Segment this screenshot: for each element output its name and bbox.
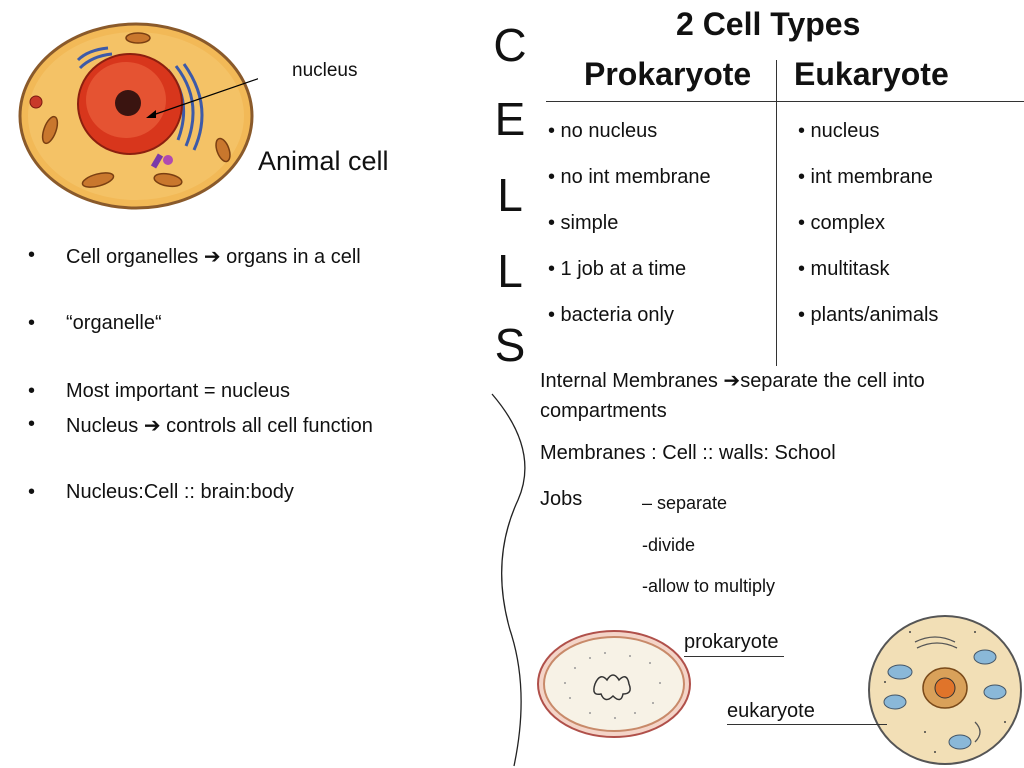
bullet-text: Nucleus ➔ controls all cell function [66,413,373,438]
job-item: -allow to multiply [642,576,776,596]
arrow-icon: ➔ [203,246,221,268]
eukaryote-trait: • int membrane [798,166,933,188]
bullet-dot: • [28,312,36,334]
animal-cell-title: Animal cell [258,146,389,176]
prokaryote-diagram-label: prokaryote [684,631,779,653]
eukaryote-trait: • plants/animals [798,304,939,326]
arrow-icon: ➔ [143,415,161,437]
eukaryote-trait: • nucleus [798,120,880,142]
membranes-pre: Internal Membranes [540,370,724,392]
bullet-post: controls all cell function [160,415,373,437]
prokaryote-trait: • 1 job at a time [548,258,687,280]
prokaryote-cell-illustration [537,630,691,738]
cells-letter: C [493,19,527,71]
cells-letter: E [494,93,526,145]
eukaryote-cell-illustration [868,615,1022,765]
eukaryote-trait: • complex [798,212,886,234]
nucleus-callout-label: nucleus [292,60,358,81]
prokaryote-trait: • bacteria only [548,304,674,326]
cell-types-title: 2 Cell Types [676,6,861,42]
prokaryote-trait: • no nucleus [548,120,658,142]
eukaryote-trait: • multitask [798,258,890,280]
jobs-label: Jobs [540,488,583,510]
prokaryote-trait: • no int membrane [548,166,711,188]
bullet-post: organs in a cell [220,246,361,268]
cells-letter: L [497,245,523,297]
bullet-dot: • [28,413,36,435]
table-column-divider [776,60,777,366]
table-header-rule [546,101,1024,102]
bullet-text: Most important = nucleus [66,380,290,402]
bullet-dot: • [28,380,36,402]
job-item: -divide [642,535,696,555]
arrow-icon: ➔ [723,370,741,392]
bullet-text: Nucleus:Cell :: brain:body [66,481,294,503]
animal-cell-illustration [18,22,258,210]
eukaryote-leader-line [727,724,887,725]
cells-letter: S [494,319,526,371]
bullet-dot: • [28,244,36,266]
membranes-post: separate the cell into compartments [540,370,925,422]
wavy-divider-line [491,393,526,767]
cells-letter: L [497,169,523,221]
membranes-analogy: Membranes : Cell :: walls: School [540,442,836,464]
bullet-text: Cell organelles ➔ organs in a cell [66,244,361,269]
bullet-text: “organelle“ [66,312,162,334]
prokaryote-trait: • simple [548,212,619,234]
prokaryote-leader-line [684,656,784,657]
eukaryote-header: Eukaryote [794,56,949,92]
bullet-dot: • [28,481,36,503]
bullet-pre: Cell organelles [66,246,204,268]
prokaryote-header: Prokaryote [584,56,752,92]
internal-membranes-text: Internal Membranes ➔separate the cell in… [540,366,1020,426]
eukaryote-diagram-label: eukaryote [727,700,815,722]
job-item: – separate [642,493,728,513]
bullet-pre: Nucleus [66,415,144,437]
